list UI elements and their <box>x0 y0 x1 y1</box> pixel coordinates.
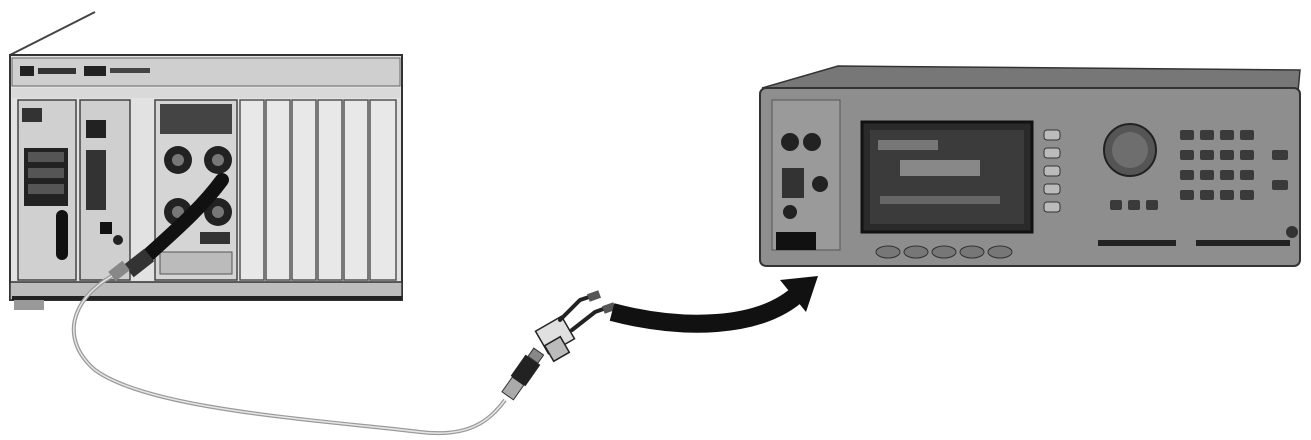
softkeys-bottom <box>875 245 1013 259</box>
bnc-to-banana-adapter <box>534 290 617 363</box>
modular-chassis <box>9 11 403 310</box>
chassis-logo <box>20 66 150 76</box>
cable-thick-section <box>138 173 229 265</box>
function-generator <box>759 65 1301 267</box>
measurement-module <box>154 99 238 281</box>
softkeys-right <box>1043 129 1061 213</box>
module-slot-2 <box>79 99 131 281</box>
front-slot-left <box>1098 240 1176 246</box>
keypad <box>1110 130 1288 210</box>
curved-arrow <box>609 276 818 333</box>
controller-module <box>17 99 77 281</box>
front-slot-right <box>1196 240 1290 246</box>
bnc-plug <box>501 347 545 401</box>
empty-slots <box>239 99 397 281</box>
bnc-cable <box>71 173 545 436</box>
chassis-header <box>11 57 401 87</box>
arrow-head <box>780 276 818 312</box>
chassis-lid <box>9 11 96 56</box>
